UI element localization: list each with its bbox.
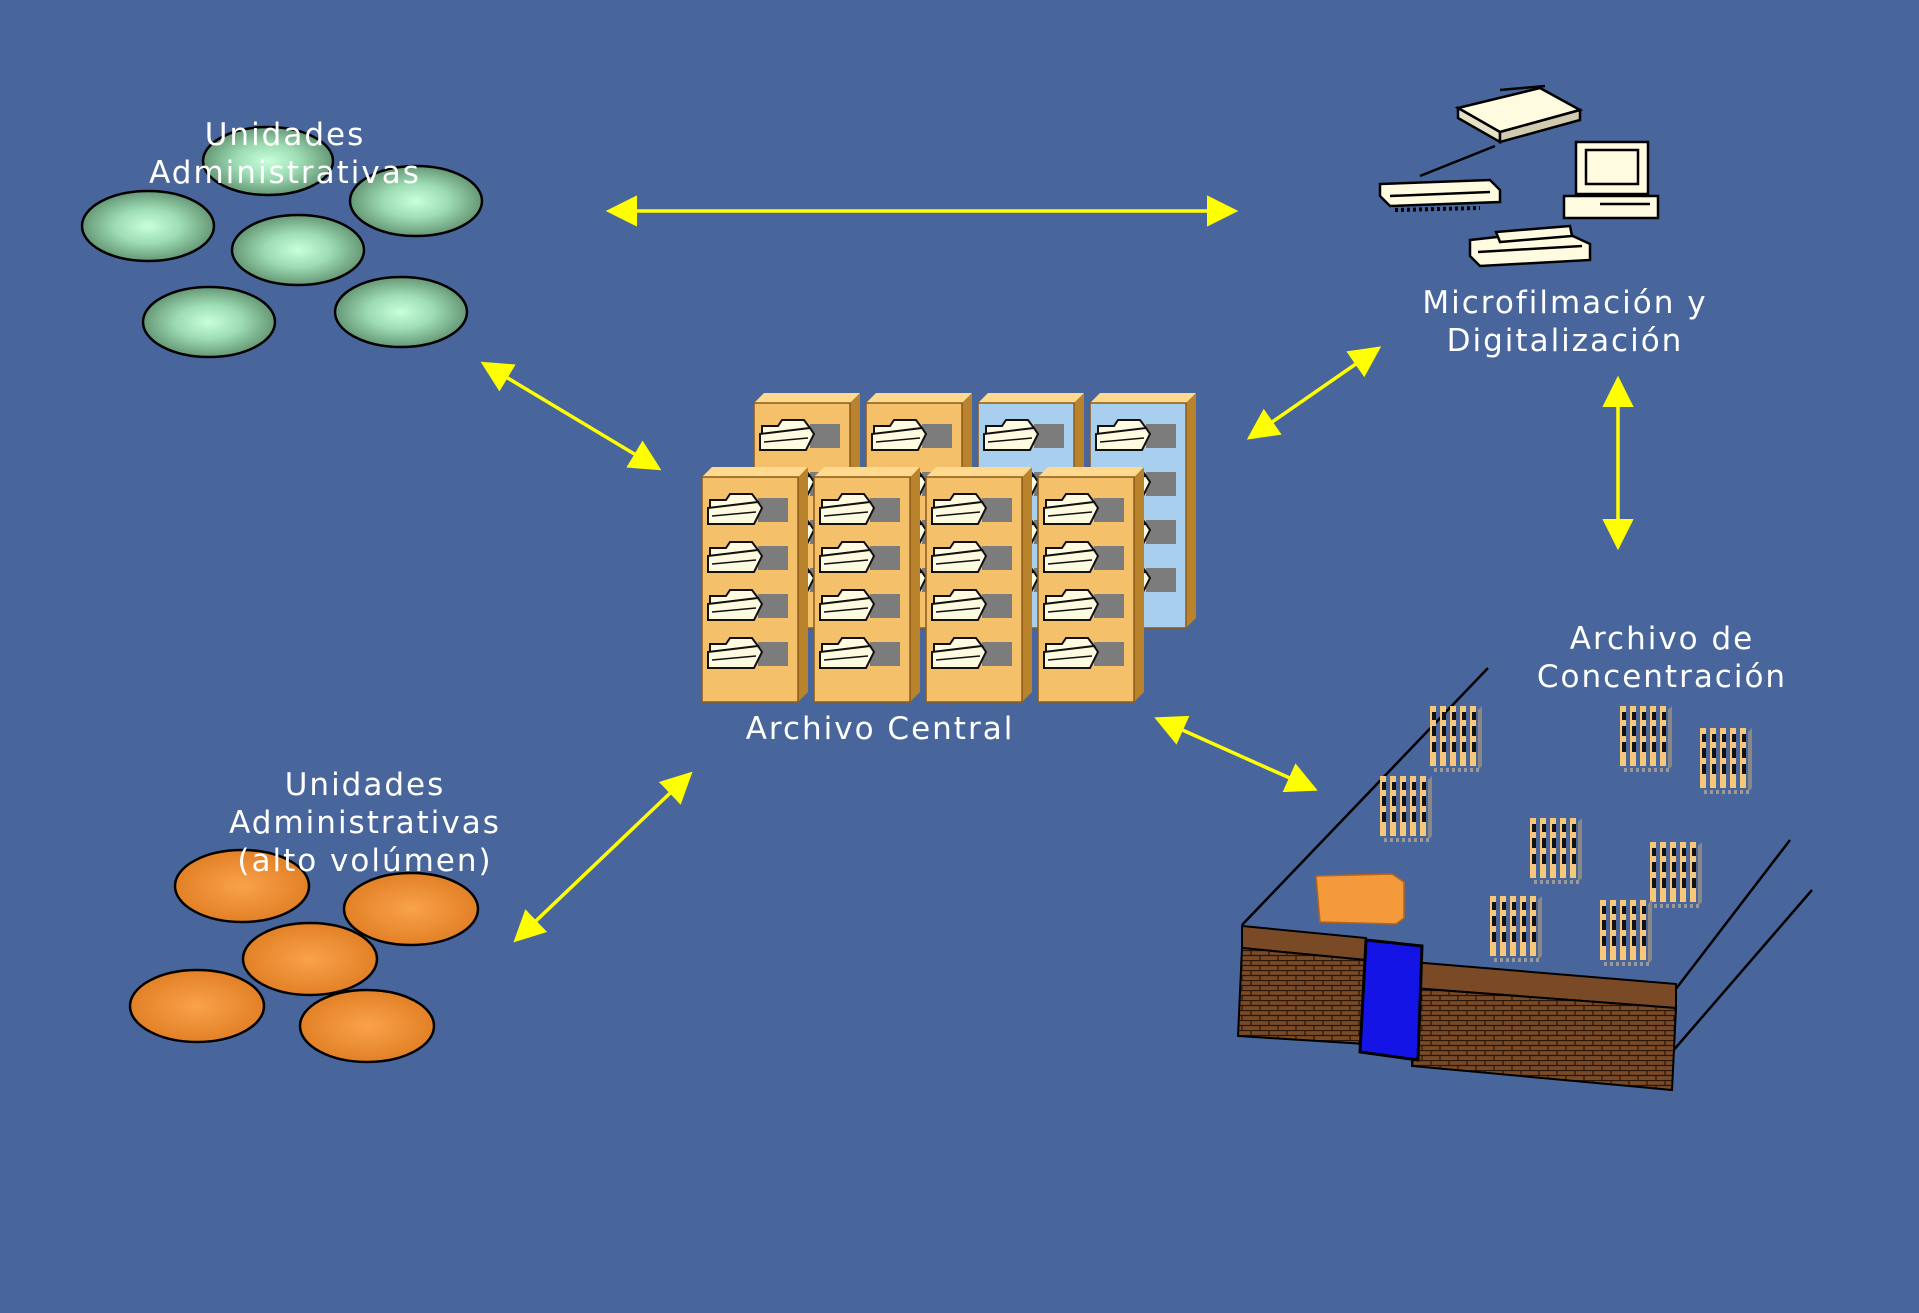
arrow-central-to-concentracion <box>1154 715 1318 793</box>
arrow-micro-to-central <box>1246 346 1382 440</box>
label-ua-orange-line2: Administrativas <box>229 805 501 841</box>
label-archivo-central-text: Archivo Central <box>745 711 1015 747</box>
warehouse-icon <box>1236 667 1813 1092</box>
ua-orange-cluster <box>128 848 480 1064</box>
label-concentracion-line1: Archivo de <box>1569 621 1755 657</box>
flow-arrows <box>480 195 1634 943</box>
label-ua-green: Unidades Administrativas <box>140 116 430 192</box>
label-archivo-concentracion: Archivo de Concentración <box>1512 620 1812 696</box>
label-ua-orange-line1: Unidades <box>284 767 446 803</box>
label-archivo-central: Archivo Central <box>720 710 1040 748</box>
ua-green-cluster <box>80 125 484 359</box>
label-ua-green-line1: Unidades <box>204 117 366 153</box>
label-concentracion-line2: Concentración <box>1536 659 1788 695</box>
arrow-central-to-ua-orange <box>513 771 693 943</box>
label-ua-orange: Unidades Administrativas (alto volúmen) <box>210 766 520 880</box>
label-ua-green-line2: Administrativas <box>149 155 421 191</box>
label-micro-line2: Digitalización <box>1446 323 1684 359</box>
scanner-equipment-icon <box>1378 84 1660 268</box>
arrow-ua-to-central <box>480 361 662 471</box>
label-micro-line1: Microfilmación y <box>1422 285 1708 321</box>
central-cabinets-icon <box>702 393 1196 702</box>
label-ua-orange-line3: (alto volúmen) <box>237 843 493 879</box>
label-microfilmacion: Microfilmación y Digitalización <box>1400 284 1730 360</box>
